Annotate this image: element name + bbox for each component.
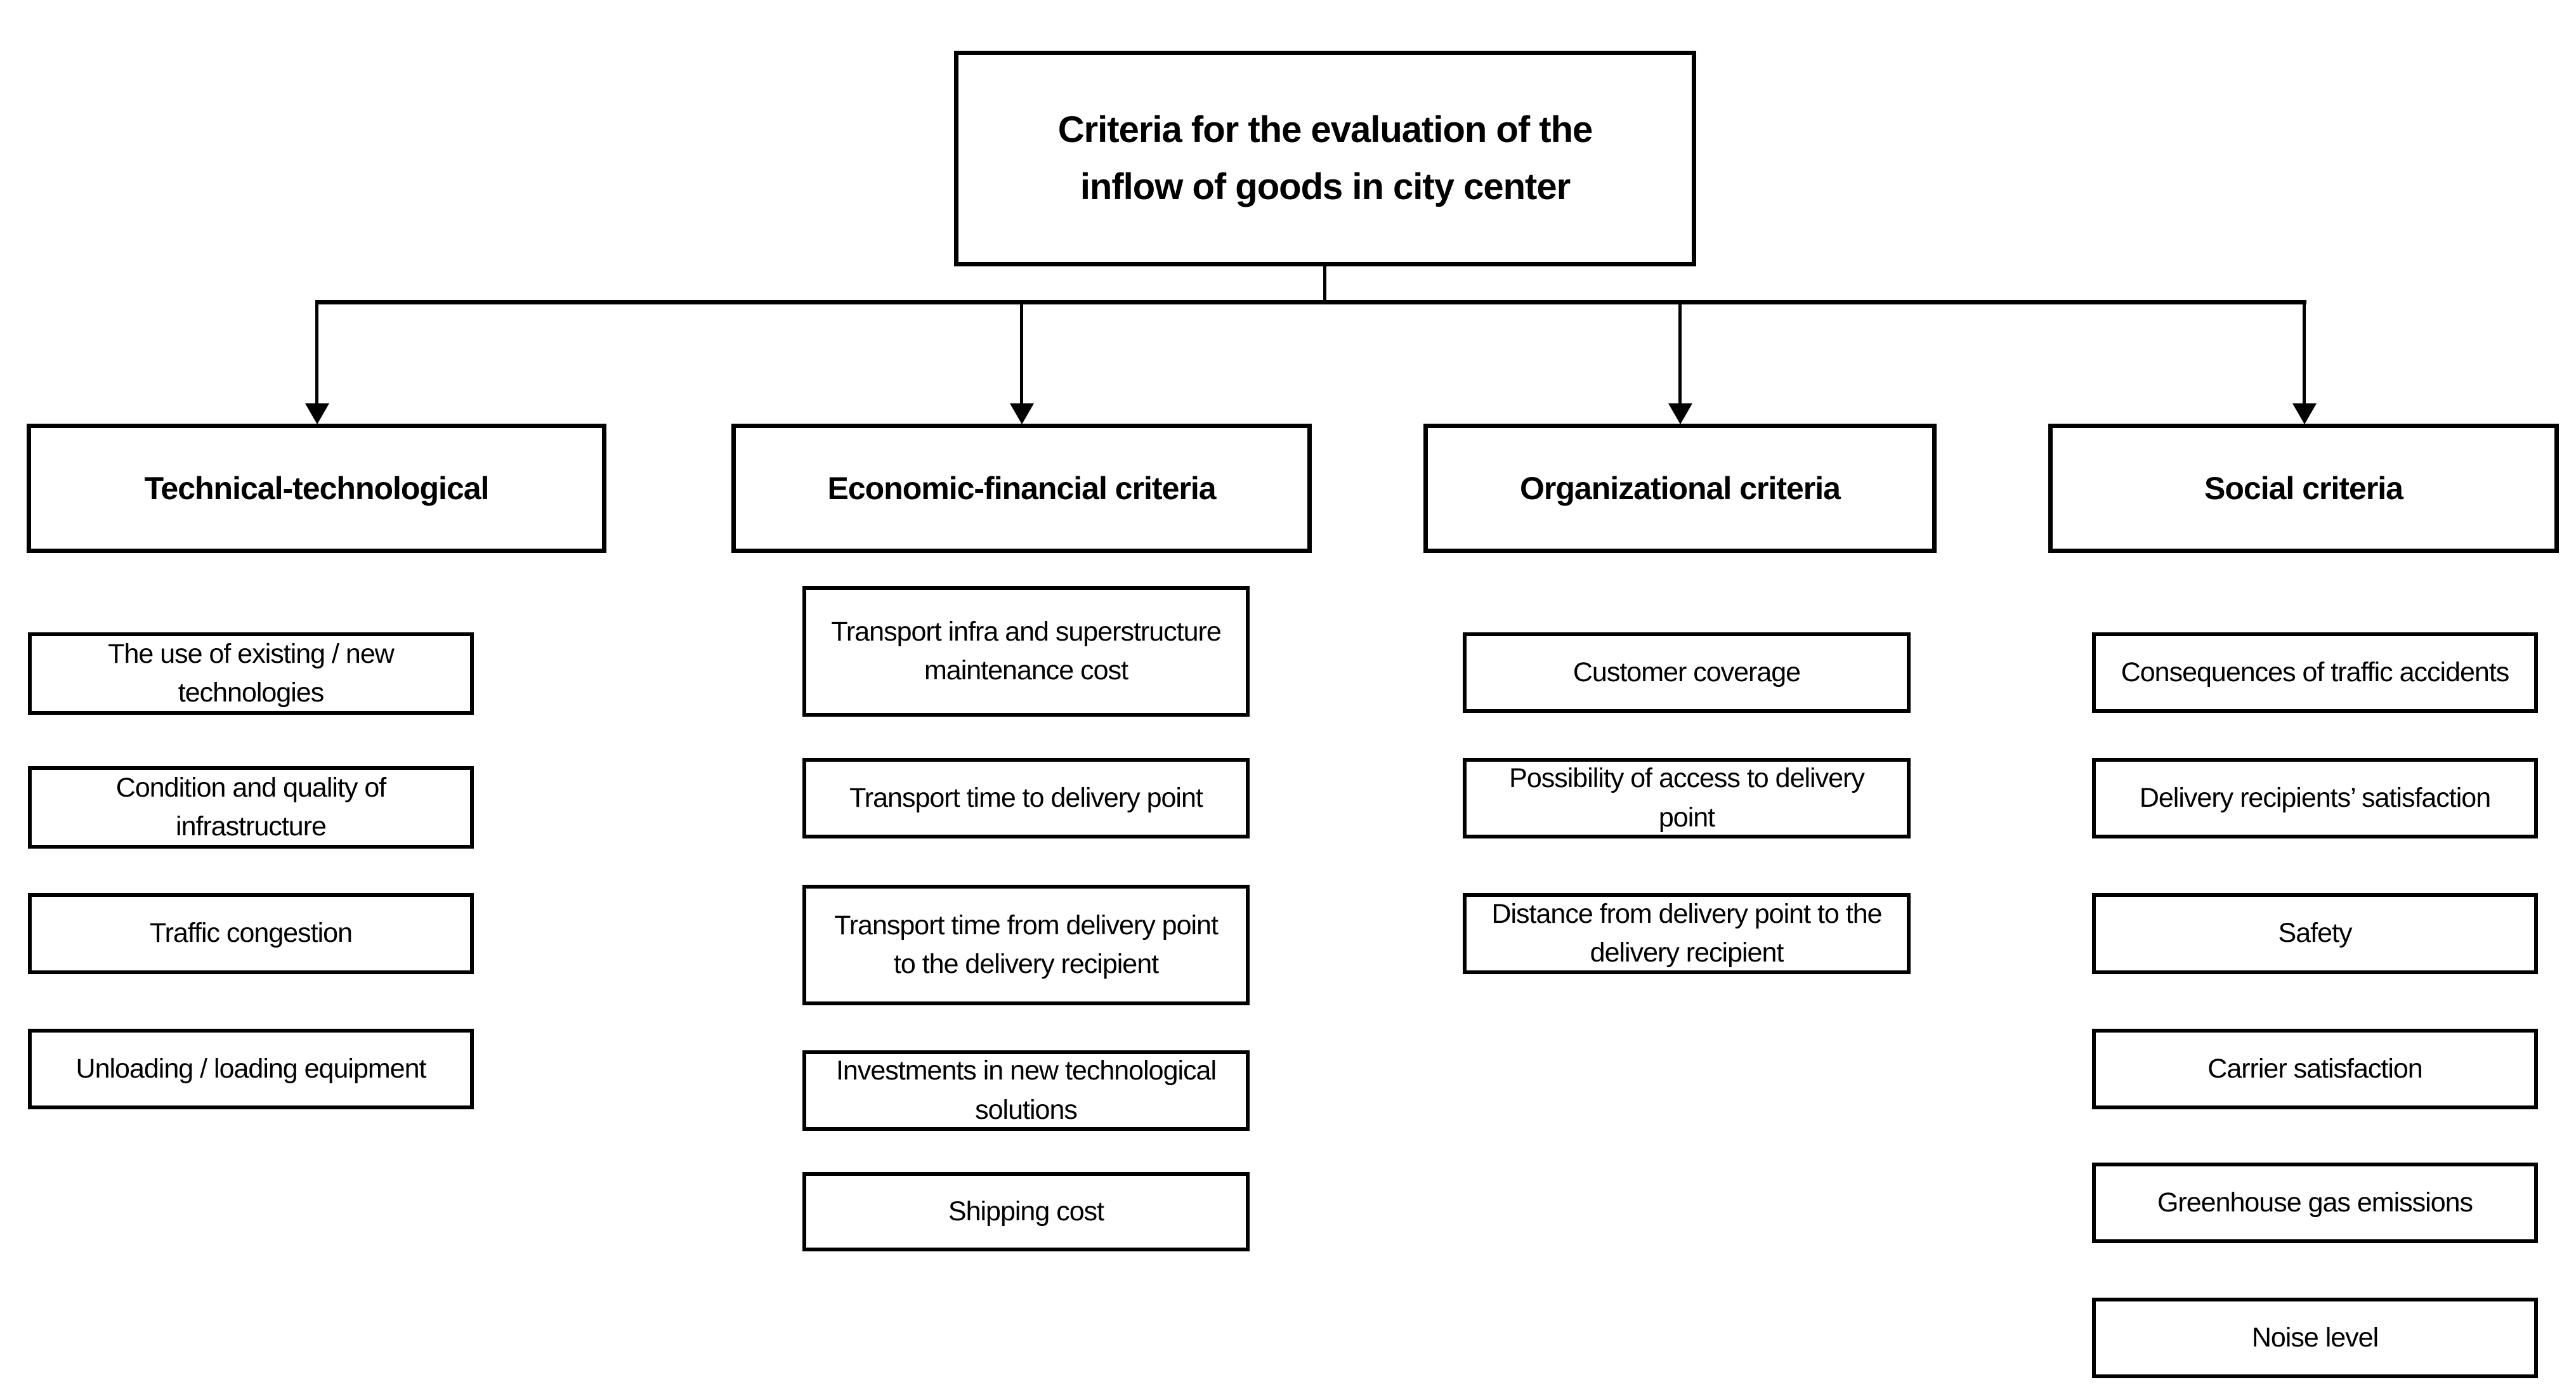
root-box: Criteria for the evaluation of the inflo…: [954, 51, 1696, 266]
header-economic-financial: Economic-financial criteria: [731, 424, 1312, 553]
criterion-box: Noise level: [2092, 1298, 2538, 1378]
criterion-label: Possibility of access to delivery point: [1509, 763, 1865, 833]
criterion-box: Consequences of traffic accidents: [2092, 632, 2538, 713]
criterion-label: Investments in new technological solutio…: [835, 1055, 1217, 1125]
header-label: Social criteria: [2204, 470, 2403, 506]
criterion-label: Carrier satisfaction: [2207, 1053, 2422, 1084]
criterion-box: Customer coverage: [1463, 632, 1911, 713]
criterion-label: Greenhouse gas emissions: [2157, 1187, 2473, 1218]
criterion-label: Safety: [2278, 918, 2353, 949]
criterion-box: Transport time to delivery point: [802, 758, 1250, 838]
criterion-label: Distance from delivery point to the deli…: [1491, 898, 1882, 968]
criterion-box: Distance from delivery point to the deli…: [1463, 893, 1911, 974]
criterion-box: Shipping cost: [802, 1172, 1250, 1251]
arrow-down-icon: [1668, 403, 1692, 424]
criterion-label: Transport infra and superstructure maint…: [831, 616, 1222, 686]
criterion-box: Carrier satisfaction: [2092, 1029, 2538, 1109]
criterion-box: Possibility of access to delivery point: [1463, 758, 1911, 838]
criterion-box: Investments in new technological solutio…: [802, 1050, 1250, 1131]
criterion-box: Transport time from delivery point to th…: [802, 885, 1250, 1005]
criterion-label: Shipping cost: [948, 1196, 1104, 1227]
arrow-down-icon: [2292, 403, 2317, 424]
criterion-label: Noise level: [2251, 1322, 2379, 1353]
criterion-label: Transport time from delivery point to th…: [834, 910, 1219, 979]
connector-drop-4: [2303, 303, 2306, 405]
connector-drop-1: [315, 303, 318, 405]
header-social: Social criteria: [2048, 424, 2559, 553]
header-label: Economic-financial criteria: [827, 470, 1216, 506]
header-organizational: Organizational criteria: [1423, 424, 1937, 553]
criterion-box: Condition and quality of infrastructure: [28, 766, 474, 849]
criterion-box: Greenhouse gas emissions: [2092, 1163, 2538, 1243]
connector-horizontal-bar: [315, 300, 2306, 304]
criterion-label: Consequences of traffic accidents: [2121, 656, 2510, 688]
criterion-label: Delivery recipients’ satisfaction: [2139, 782, 2491, 813]
root-title: Criteria for the evaluation of the inflo…: [1057, 109, 1593, 207]
connector-root-stem: [1323, 265, 1326, 302]
criterion-label: Transport time to delivery point: [849, 782, 1203, 813]
header-label: Technical-technological: [144, 470, 490, 506]
criterion-label: The use of existing / new technologies: [108, 638, 395, 708]
criterion-label: Customer coverage: [1572, 656, 1801, 688]
criterion-box: Safety: [2092, 893, 2538, 974]
header-label: Organizational criteria: [1520, 470, 1841, 506]
criterion-label: Traffic congestion: [149, 918, 353, 949]
connector-drop-2: [1020, 303, 1023, 405]
criterion-box: Delivery recipients’ satisfaction: [2092, 758, 2538, 838]
criterion-box: The use of existing / new technologies: [28, 632, 474, 715]
criterion-box: Unloading / loading equipment: [28, 1029, 474, 1109]
criterion-box: Traffic congestion: [28, 893, 474, 974]
criterion-label: Unloading / loading equipment: [75, 1053, 427, 1084]
header-technical-technological: Technical-technological: [27, 424, 606, 553]
connector-drop-3: [1678, 303, 1682, 405]
arrow-down-icon: [305, 403, 329, 424]
criterion-box: Transport infra and superstructure maint…: [802, 586, 1250, 717]
arrow-down-icon: [1010, 403, 1034, 424]
criterion-label: Condition and quality of infrastructure: [115, 772, 386, 842]
